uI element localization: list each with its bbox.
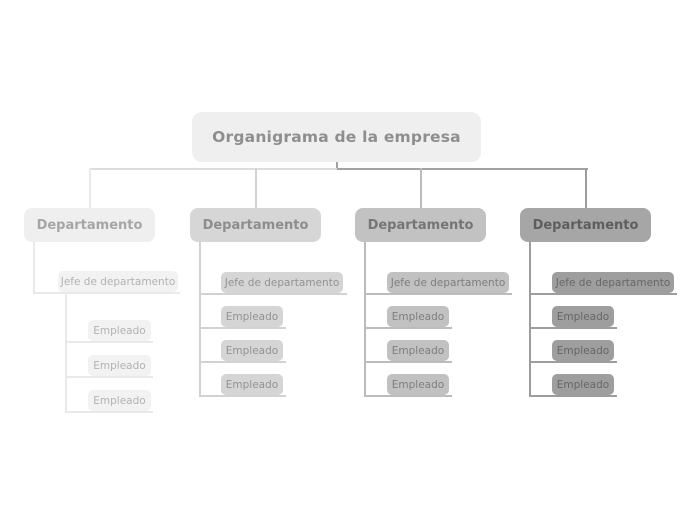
top-connector-drop-4 (585, 168, 587, 208)
top-connector-horizontal-right (337, 168, 588, 170)
col2-employee-underline-3 (199, 395, 286, 397)
col1-sub-trunk-line (65, 292, 67, 413)
col1-trunk-line (33, 242, 35, 293)
employee-node-1-1[interactable]: Empleado (88, 320, 151, 341)
manager-node-1[interactable]: Jefe de departamento (58, 271, 178, 292)
employee-node-3-1[interactable]: Empleado (387, 306, 449, 327)
manager-node-3[interactable]: Jefe de departamento (387, 272, 509, 293)
col3-employee-underline-1 (364, 327, 452, 329)
col1-employee-underline-2 (65, 376, 153, 378)
employee-node-3-2[interactable]: Empleado (387, 340, 449, 361)
employee-node-1-2[interactable]: Empleado (88, 355, 151, 376)
department-node-2[interactable]: Departamento (190, 208, 321, 242)
col2-trunk-line (199, 242, 201, 397)
employee-node-4-2[interactable]: Empleado (552, 340, 614, 361)
department-node-1[interactable]: Departamento (24, 208, 155, 242)
department-node-3[interactable]: Departamento (355, 208, 486, 242)
employee-node-2-1[interactable]: Empleado (221, 306, 283, 327)
col1-employee-underline-1 (65, 341, 153, 343)
col3-manager-underline (364, 293, 512, 295)
root-node[interactable]: Organigrama de la empresa (192, 112, 481, 162)
employee-node-2-2[interactable]: Empleado (221, 340, 283, 361)
employee-node-4-1[interactable]: Empleado (552, 306, 614, 327)
col1-employee-underline-3 (65, 411, 153, 413)
employee-node-3-3[interactable]: Empleado (387, 374, 449, 395)
col2-employee-underline-2 (199, 361, 286, 363)
col2-employee-underline-1 (199, 327, 286, 329)
col3-employee-underline-2 (364, 361, 452, 363)
top-connector-drop-1 (89, 168, 91, 208)
col3-trunk-line (364, 242, 366, 397)
col4-manager-underline (529, 293, 677, 295)
employee-node-2-3[interactable]: Empleado (221, 374, 283, 395)
col4-employee-underline-3 (529, 395, 617, 397)
root-connector-stub (336, 162, 338, 169)
col4-employee-underline-2 (529, 361, 617, 363)
employee-node-1-3[interactable]: Empleado (88, 390, 151, 411)
col2-manager-underline (199, 293, 347, 295)
col4-employee-underline-1 (529, 327, 617, 329)
top-connector-horizontal-left (89, 168, 337, 170)
col3-employee-underline-3 (364, 395, 452, 397)
department-node-4[interactable]: Departamento (520, 208, 651, 242)
top-connector-drop-3 (420, 168, 422, 208)
col4-trunk-line (529, 242, 531, 397)
manager-node-4[interactable]: Jefe de departamento (552, 272, 674, 293)
manager-node-2[interactable]: Jefe de departamento (221, 272, 343, 293)
employee-node-4-3[interactable]: Empleado (552, 374, 614, 395)
top-connector-drop-2 (255, 168, 257, 208)
col1-manager-underline (33, 292, 180, 294)
